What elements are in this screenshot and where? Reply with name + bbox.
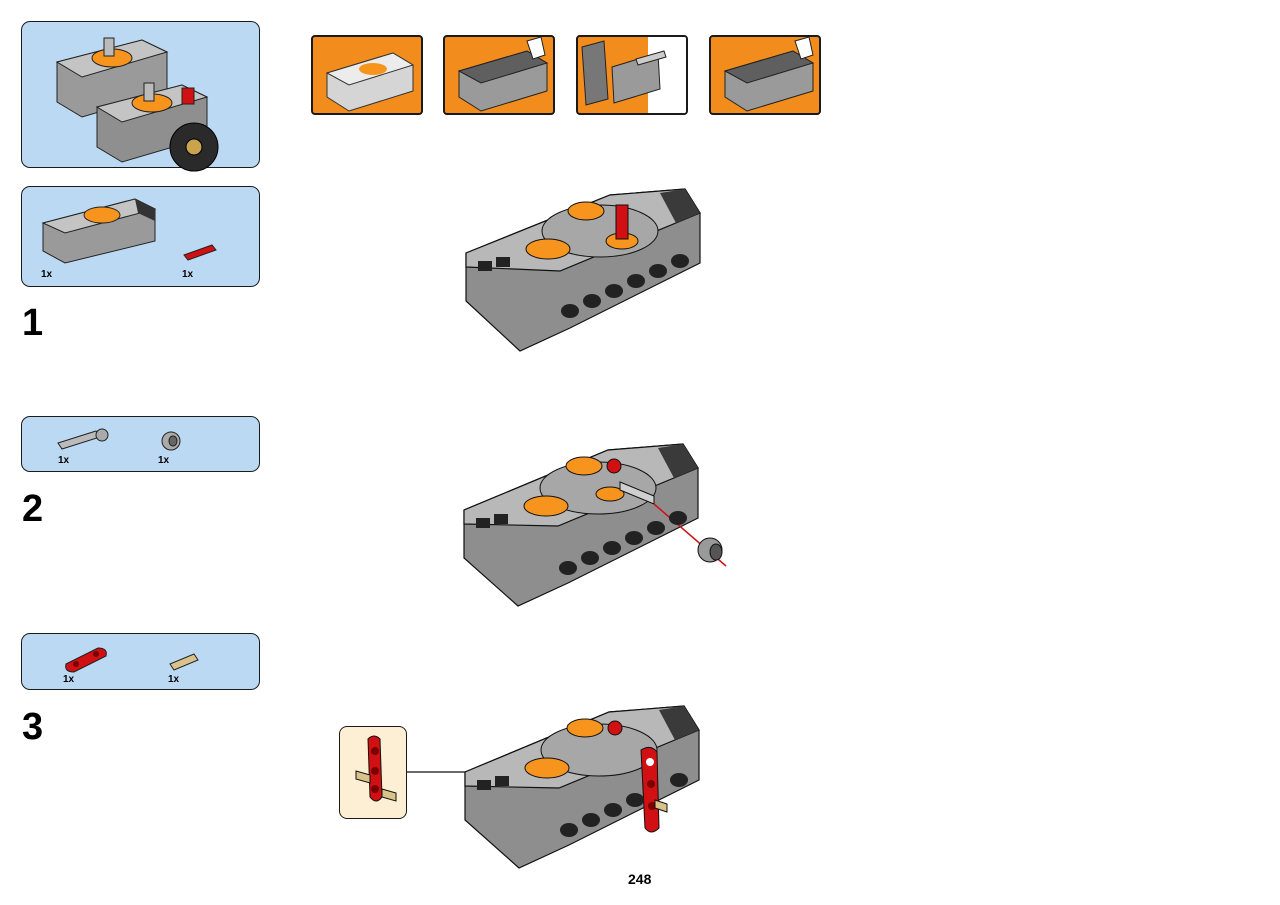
- step-2-model-icon: [463, 443, 727, 607]
- battery-step-tile: [576, 35, 688, 115]
- step-1-parts-panel: 1x 1x: [21, 186, 260, 287]
- red-axle-icon: [183, 244, 217, 261]
- subassembly-preview-icon: [55, 37, 219, 172]
- battery-step-tile: [311, 35, 423, 115]
- part-qty: 1x: [58, 455, 70, 466]
- beam-with-pin-icon: [355, 735, 397, 802]
- part-qty: 1x: [168, 674, 180, 685]
- bush-icon: [161, 431, 181, 451]
- step-2-parts-panel: 1x 1x: [21, 416, 260, 472]
- step-3-parts-panel: 1x 1x: [21, 633, 260, 690]
- part-qty: 1x: [41, 269, 53, 280]
- tan-pin-icon: [169, 653, 199, 671]
- battery-box-closed-icon: [325, 52, 415, 112]
- part-qty: 1x: [182, 269, 194, 280]
- step-number: 3: [22, 706, 44, 748]
- battery-insert-icon: [581, 37, 686, 113]
- red-beam-icon: [65, 647, 107, 673]
- step-number: 2: [22, 488, 44, 530]
- axle-connector-icon: [57, 428, 109, 450]
- step-1-model-icon: [465, 188, 701, 352]
- step-number: 1: [22, 302, 44, 344]
- step-3-subassembly-callout: [339, 726, 407, 819]
- battery-box-close-lid-icon: [723, 37, 815, 112]
- subassembly-preview-panel: [21, 21, 260, 172]
- battery-step-tile: [443, 35, 555, 115]
- part-qty: 1x: [63, 674, 75, 685]
- part-qty: 1x: [158, 455, 170, 466]
- step-3-model-icon: [407, 705, 700, 869]
- battery-step-tile: [709, 35, 821, 115]
- ir-receiver-icon: [41, 198, 157, 264]
- page-number: 248: [628, 871, 652, 887]
- battery-box-open-lid-icon: [457, 37, 549, 112]
